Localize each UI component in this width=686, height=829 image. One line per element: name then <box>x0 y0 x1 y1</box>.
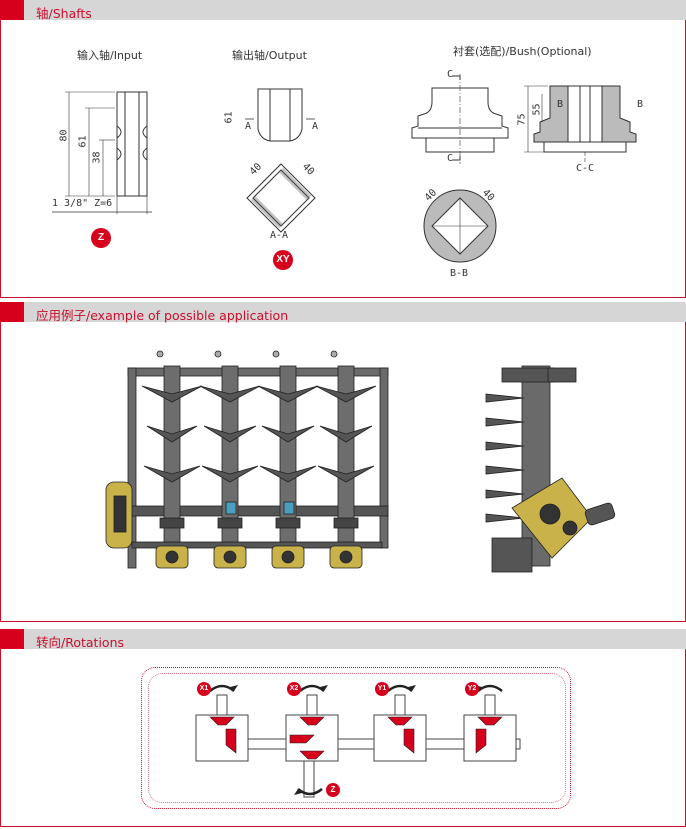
bush-section-view <box>524 85 637 164</box>
rotation-badge-y1: Y1 <box>375 682 389 696</box>
bush-label: 衬套(选配)/Bush(Optional) <box>453 45 592 58</box>
output-caption-aa: A-A <box>270 230 289 241</box>
output-shaft-drawing <box>245 88 315 142</box>
rotation-badge-y2: Y2 <box>465 682 479 696</box>
rotations-title: 转向/Rotations <box>36 635 125 650</box>
rotation-diagram-frame-inner <box>148 673 566 803</box>
bush-section-b-left: B <box>557 99 564 110</box>
machine-side-view <box>485 365 616 573</box>
rotation-diagram <box>195 684 521 798</box>
bush-dim-75: 75 <box>516 113 528 126</box>
rotation-badge-x2: X2 <box>287 682 301 696</box>
bush-section-c-bottom: C <box>447 153 454 164</box>
rotation-badge-x1: X1 <box>197 682 211 696</box>
bush-bb-section <box>423 189 497 263</box>
rotations-header: 转向/Rotations <box>0 629 686 650</box>
input-badge-z: Z <box>91 228 111 248</box>
rotation-badge-z: Z <box>326 783 340 797</box>
input-shaft-drawing <box>65 91 148 214</box>
output-section-a-right: A <box>312 121 319 132</box>
input-dim-38: 38 <box>91 151 103 164</box>
section-tag <box>0 302 24 322</box>
shafts-title: 轴/Shafts <box>36 6 92 21</box>
application-title: 应用例子/example of possible application <box>36 308 289 323</box>
shafts-header: 轴/Shafts <box>0 0 686 21</box>
output-square-section <box>246 163 316 233</box>
bush-caption-cc: C-C <box>576 163 595 174</box>
output-badge-xy: XY <box>273 250 293 270</box>
output-shaft-label: 输出轴/Output <box>232 49 307 62</box>
shafts-section: 轴/Shafts 输入轴/Input 80 61 38 1 3/8" Z=6 Z… <box>0 0 686 300</box>
section-tag <box>0 0 24 20</box>
input-dim-61: 61 <box>77 135 89 148</box>
input-spline-spec: 1 3/8" Z=6 <box>52 198 113 209</box>
rotation-diagram-frame-outer <box>141 667 571 809</box>
bush-section-c-top: C <box>447 69 454 80</box>
bush-front-view <box>411 74 509 164</box>
spline-leader-line <box>52 211 152 213</box>
bush-section-b-right: B <box>637 99 644 110</box>
bush-caption-bb: B-B <box>450 268 469 279</box>
machine-front-view <box>105 350 389 569</box>
input-dim-80: 80 <box>58 129 70 142</box>
application-header: 应用例子/example of possible application <box>0 302 686 323</box>
section-tag <box>0 629 24 649</box>
rotations-section: 转向/Rotations <box>0 629 686 829</box>
output-section-a-left: A <box>245 121 252 132</box>
bush-dim-55: 55 <box>531 103 543 116</box>
output-dim-61: 61 <box>223 111 235 124</box>
input-shaft-label: 输入轴/Input <box>77 49 143 62</box>
application-section: 应用例子/example of possible application <box>0 302 686 624</box>
